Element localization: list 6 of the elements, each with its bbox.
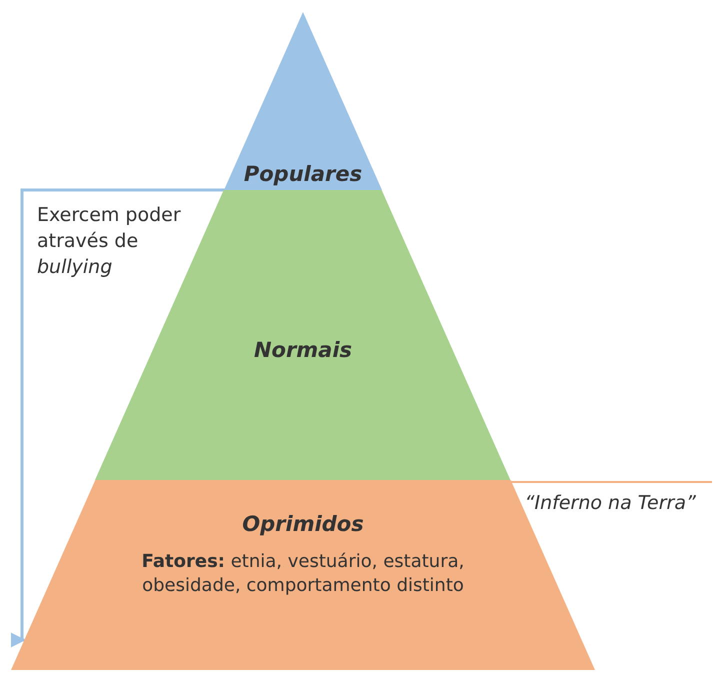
edge-label: Exercem poder através de bullying	[37, 203, 182, 280]
tier-title: Oprimidos	[241, 512, 365, 536]
tier-note: “Inferno na Terra”	[524, 491, 696, 516]
tier-title: Normais	[252, 338, 354, 362]
tier-description: Fatores: etnia, vestuário, estatura, obesidade, comportamento distinto	[140, 550, 466, 598]
tier-title: Populares	[242, 162, 364, 186]
